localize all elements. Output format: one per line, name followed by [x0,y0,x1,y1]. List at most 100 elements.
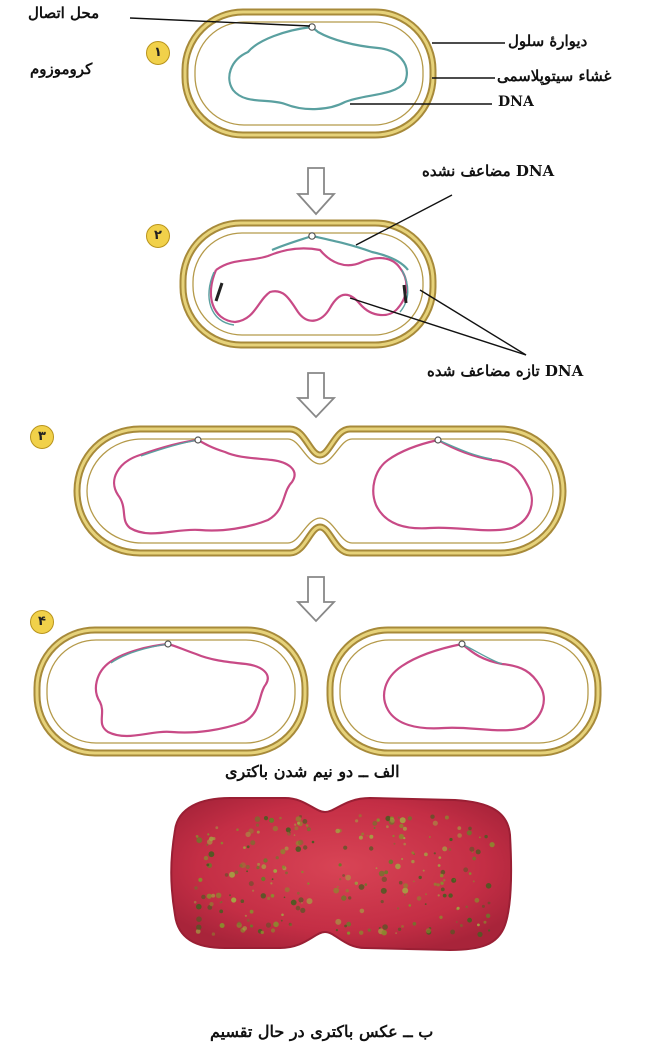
speckle [212,932,215,935]
step-badge-1: ۱ [146,41,170,65]
speckle [246,865,250,869]
speckle [344,925,347,928]
speckle [386,825,389,828]
speckle [346,889,349,892]
speckle [246,870,248,872]
speckle [215,826,218,829]
label-unreplicated-dna: DNA مضاعف نشده [422,162,554,180]
speckle [456,921,458,923]
speckle [273,826,278,831]
speckle [355,882,358,885]
speckle [220,902,222,904]
step-2-leaders [350,195,526,355]
speckle [261,931,264,934]
speckle [392,835,394,837]
speckle [469,847,474,852]
speckle [242,926,247,931]
speckle [300,908,305,913]
speckle [267,897,270,900]
speckle [221,842,224,845]
speckle [206,864,209,867]
speckle [342,874,345,877]
speckle [296,816,302,822]
speckle [397,907,399,909]
speckle [465,906,468,909]
speckle [399,881,403,885]
bacterium-photo [171,798,511,950]
speckle [216,893,222,899]
speckle [335,829,340,834]
speckle [285,847,289,851]
speckle [482,905,485,908]
speckle [346,922,351,927]
speckle [424,853,428,857]
speckle [247,919,250,922]
speckle [264,816,268,820]
speckle [345,875,351,881]
speckle [298,840,303,845]
caption-a: الف ــ دو نیم شدن باکتری [225,762,400,781]
speckle [367,835,369,837]
speckle [209,851,215,857]
speckle [477,924,480,927]
speckle [297,822,300,825]
speckle [243,846,246,849]
speckle [261,893,266,898]
speckle [484,921,487,924]
speckle [438,894,440,896]
speckle [257,831,260,834]
down-arrow-2 [298,373,334,417]
speckle [263,858,267,862]
speckle [220,923,225,928]
speckle [333,888,339,894]
speckle [247,845,250,848]
speckle [368,929,371,932]
speckle [382,930,387,935]
speckle [335,919,341,925]
speckle [385,890,387,892]
speckle [212,837,215,840]
speckle [343,846,347,850]
speckle [298,897,303,902]
speckle [279,817,282,820]
speckle [196,837,202,843]
speckle [429,836,431,838]
speckle [473,880,475,882]
speckle [443,894,447,898]
speckle [460,924,463,927]
speckle [289,832,291,834]
replicated-dna [211,248,407,322]
speckle [225,873,229,877]
speckle [245,832,250,837]
speckle [411,851,414,854]
speckle [198,878,202,882]
speckle [339,863,342,866]
cell-step-1 [185,12,433,135]
speckle [359,836,363,840]
dna-loop [229,27,407,109]
speckle [236,828,239,831]
attachment-site-marker [309,24,315,30]
speckle [249,881,254,886]
speckle [413,881,415,883]
speckle [440,874,444,878]
speckle [307,827,311,831]
speckle [207,833,209,835]
label-chromosome: کروموزوم [30,60,92,78]
speckle [196,925,201,930]
speckle [301,902,303,904]
label-newly-replicated-dna: DNA تازه مضاعف شده [427,362,583,380]
speckle [381,900,384,903]
speckle [273,922,279,928]
cell-step-4-right [330,630,598,753]
speckle [266,923,271,928]
speckle [297,892,300,895]
speckle [441,888,445,892]
speckle [355,819,358,822]
speckle [404,894,406,896]
speckle [285,887,290,892]
speckle [438,864,441,867]
speckle [206,844,208,846]
speckle [472,857,476,861]
